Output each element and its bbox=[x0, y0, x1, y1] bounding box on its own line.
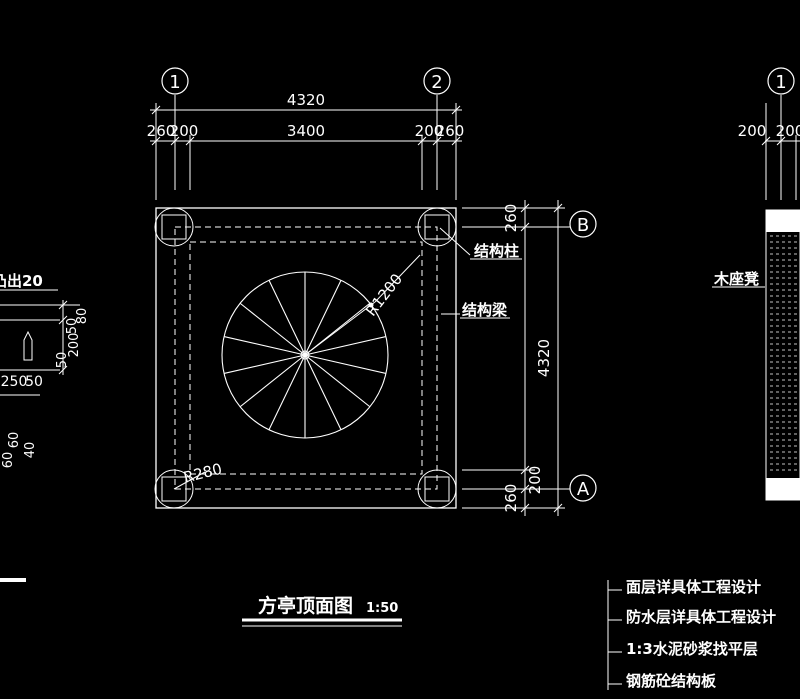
left-dim-d9: 40 bbox=[23, 442, 38, 459]
legend-item-2: 防水层详具体工程设计 bbox=[626, 608, 776, 626]
grid-label-2: 2 bbox=[431, 72, 442, 93]
callout-leaders bbox=[439, 227, 765, 319]
dim-r-big: R1200 bbox=[362, 270, 406, 319]
dim-right-total: 4320 bbox=[535, 339, 553, 377]
grid-label-1: 1 bbox=[169, 72, 180, 93]
stair-tread-line bbox=[223, 354, 306, 375]
stair-tread-line bbox=[223, 335, 306, 356]
left-partial-detail bbox=[0, 289, 80, 582]
legend-item-1: 面层详具体工程设计 bbox=[626, 578, 761, 596]
stair-tread-line bbox=[239, 302, 306, 356]
left-dim-d4: 50 bbox=[55, 352, 70, 369]
left-dim-d3: 200 bbox=[67, 333, 82, 358]
dim-right-partial-a: 200 bbox=[738, 122, 767, 140]
label-wood-seat: 木座凳 bbox=[713, 270, 759, 288]
title-scale: 1:50 bbox=[366, 601, 398, 616]
column-bl bbox=[154, 469, 194, 509]
column-tr bbox=[417, 207, 457, 247]
layer-legend: 面层详具体工程设计 防水层详具体工程设计 1:3水泥砂浆找平层 钢筋砼结构板 bbox=[607, 578, 776, 690]
grid-bubble-B: B bbox=[558, 210, 597, 238]
left-dim-d7: 60 bbox=[7, 432, 22, 449]
radius-leaders bbox=[173, 254, 421, 490]
dim-top-right-b: 260 bbox=[436, 122, 465, 140]
dim-r-small: R280 bbox=[182, 460, 224, 487]
left-dim-d6: 50 bbox=[25, 374, 43, 390]
drawing-title: 方亭顶面图 1:50 bbox=[242, 594, 402, 627]
dim-right-top: 260 bbox=[502, 204, 520, 233]
columns bbox=[154, 207, 457, 509]
stair-tread-line bbox=[268, 279, 306, 356]
stair-tread-line bbox=[304, 335, 387, 356]
dim-right-bot-a: 200 bbox=[526, 466, 544, 495]
dim-top-mid: 3400 bbox=[287, 122, 325, 140]
legend-item-3: 1:3水泥砂浆找平层 bbox=[626, 640, 758, 658]
top-dimensions bbox=[150, 103, 800, 200]
left-dim-d1: 50 bbox=[65, 318, 80, 335]
left-dim-d8: 60 bbox=[1, 452, 16, 469]
stair-tread-line bbox=[304, 354, 371, 408]
column-br bbox=[417, 469, 457, 509]
grid-label-A: A bbox=[577, 479, 590, 500]
dim-top-right-a: 200 bbox=[415, 122, 444, 140]
stair-tread-line bbox=[239, 354, 306, 408]
left-dim-d2: 80 bbox=[75, 308, 90, 325]
legend-item-4: 钢筋砼结构板 bbox=[626, 672, 717, 690]
stair-tread-line bbox=[268, 354, 306, 431]
dim-top-left-b: 200 bbox=[170, 122, 199, 140]
label-left-partial: 凸出20 bbox=[0, 272, 43, 290]
stair-tread-line bbox=[304, 354, 387, 375]
stair-tread-line bbox=[304, 354, 342, 431]
grid-bubble-A: A bbox=[558, 474, 597, 502]
grid-label-B: B bbox=[577, 215, 589, 236]
left-dim-d5: 250 bbox=[1, 374, 28, 390]
grid-label-1-right: 1 bbox=[775, 72, 786, 93]
wood-seat-section bbox=[765, 209, 800, 501]
label-column: 结构柱 bbox=[474, 242, 519, 260]
title-text: 方亭顶面图 bbox=[258, 594, 353, 617]
column-tl bbox=[154, 207, 194, 247]
dim-top-left-a: 260 bbox=[147, 122, 176, 140]
dim-right-partial-b: 200 bbox=[776, 122, 800, 140]
plan-outline bbox=[155, 207, 457, 509]
dim-right-bot-b: 260 bbox=[502, 484, 520, 513]
right-dimensions bbox=[462, 200, 570, 516]
label-beam: 结构梁 bbox=[462, 301, 508, 319]
dim-top-total: 4320 bbox=[287, 91, 325, 109]
stair-tread-line bbox=[304, 279, 342, 356]
spiral-circle bbox=[221, 271, 389, 439]
